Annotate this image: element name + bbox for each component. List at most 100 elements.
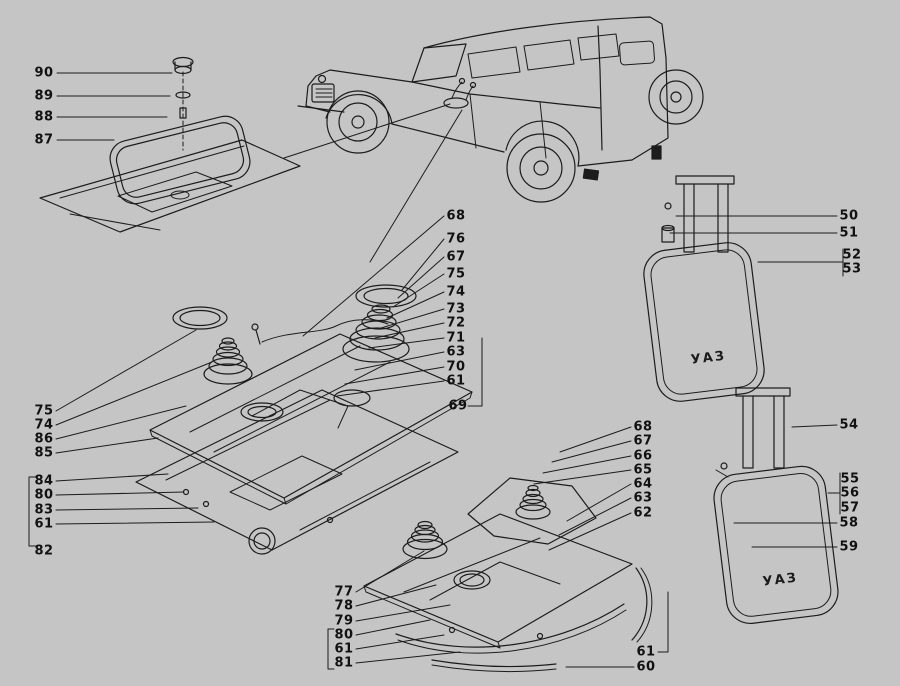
callout-label-83: 83 — [34, 502, 54, 518]
callout-label-86: 86 — [34, 431, 54, 447]
fastener-pin — [179, 107, 187, 119]
hatch-seal-ring — [109, 115, 251, 205]
vehicle-rear-window — [619, 40, 655, 66]
mount-bolt — [715, 462, 729, 478]
callout-label-68: 68 — [633, 419, 653, 435]
leader-line-81 — [355, 651, 461, 664]
locator-line — [369, 109, 463, 263]
small-gear-boot — [203, 337, 253, 385]
callout-label-56: 56 — [840, 485, 860, 501]
hatch-plug — [172, 56, 194, 75]
callout-label-72: 72 — [446, 315, 466, 331]
washer — [175, 91, 191, 99]
leader-line-61 — [657, 591, 669, 653]
leader-line-61 — [336, 380, 445, 397]
large-seal-ring — [355, 284, 417, 308]
front-floor-assembly — [135, 284, 473, 555]
rear-wheel — [506, 133, 576, 203]
callout-label-63: 63 — [633, 490, 653, 506]
callout-label-73: 73 — [446, 301, 466, 317]
leader-line-67 — [397, 256, 445, 299]
sill-strips — [395, 603, 627, 673]
callout-label-63: 63 — [446, 344, 466, 360]
callout-label-74: 74 — [34, 417, 54, 433]
leader-line-70 — [344, 366, 445, 385]
main-floor-panel — [149, 333, 473, 505]
callout-label-88: 88 — [34, 109, 54, 125]
leader-line-75 — [392, 273, 445, 308]
callout-label-54: 54 — [839, 417, 859, 433]
callout-label-62: 62 — [633, 505, 653, 521]
leader-line-73 — [380, 308, 445, 329]
callout-label-66: 66 — [633, 448, 653, 464]
vehicle-rear-quarter-window — [577, 33, 620, 61]
callout-label-84: 84 — [34, 473, 54, 489]
leader-line-77 — [355, 550, 425, 593]
callout-label-64: 64 — [633, 476, 653, 492]
callout-label-61: 61 — [446, 373, 466, 389]
upper-cover-panel — [467, 477, 597, 545]
vehicle-grille — [311, 83, 335, 103]
gear-boot — [402, 520, 448, 560]
corner-bracket-strip — [631, 567, 653, 643]
callout-label-71: 71 — [446, 330, 466, 346]
callout-label-74: 74 — [446, 284, 466, 300]
callout-label-70: 70 — [446, 359, 466, 375]
bracket-line-1 — [28, 476, 38, 547]
callout-label-52: 52 — [842, 247, 862, 263]
callout-label-55: 55 — [840, 471, 860, 487]
leader-line-74 — [55, 361, 213, 426]
callout-label-61: 61 — [334, 641, 354, 657]
callout-label-67: 67 — [633, 433, 653, 449]
leader-line-62 — [548, 512, 632, 551]
mudflap-bracket — [735, 387, 791, 469]
spare-tire — [648, 69, 704, 125]
callout-label-79: 79 — [334, 613, 354, 629]
lower-frame-panel — [135, 389, 459, 555]
leader-line-80 — [55, 491, 185, 496]
vehicle-illustration — [283, 16, 704, 263]
leader-line-68 — [559, 426, 632, 453]
vehicle-headlight — [317, 74, 327, 84]
leader-line-84 — [55, 473, 169, 482]
leader-line-66 — [542, 455, 632, 474]
leader-line-76 — [401, 238, 445, 291]
leader-line-67 — [551, 440, 632, 463]
floor-panel — [363, 513, 633, 649]
leader-line-71 — [368, 337, 445, 349]
leader-line-80 — [355, 619, 431, 636]
front-wheel — [326, 90, 390, 154]
leader-line-68 — [302, 215, 445, 337]
leader-line-54 — [791, 424, 838, 428]
leader-line-63 — [354, 351, 445, 371]
large-gear-boot — [342, 304, 410, 363]
vehicle-side-window — [467, 46, 521, 79]
callout-label-60: 60 — [636, 659, 656, 675]
uaz-logo: УАЗ — [690, 349, 727, 368]
mudflap-rear: УАЗ — [713, 465, 839, 624]
callout-label-58: 58 — [839, 515, 859, 531]
callout-label-67: 67 — [446, 249, 466, 265]
leader-line-74 — [386, 291, 445, 319]
callout-label-61: 61 — [34, 516, 54, 532]
callout-label-90: 90 — [34, 65, 54, 81]
callout-label-78: 78 — [334, 598, 354, 614]
rear-floor-assembly — [363, 477, 653, 673]
leader-line-79 — [355, 604, 451, 622]
leader-line-78 — [355, 584, 437, 607]
leader-line-63 — [558, 497, 632, 536]
callout-label-59: 59 — [839, 539, 859, 555]
rear-mudflap-assembly: УАЗ — [713, 387, 839, 624]
mudflap-front: УАЗ — [643, 242, 765, 402]
locator-line — [283, 103, 451, 159]
leader-line-61 — [55, 521, 215, 525]
callout-label-80: 80 — [334, 627, 354, 643]
leader-line-61 — [355, 634, 445, 650]
vehicle-roof — [423, 16, 667, 59]
callout-label-51: 51 — [839, 225, 859, 241]
callout-label-57: 57 — [840, 500, 860, 516]
callout-label-81: 81 — [334, 655, 354, 671]
mudflap-bracket — [675, 175, 735, 253]
